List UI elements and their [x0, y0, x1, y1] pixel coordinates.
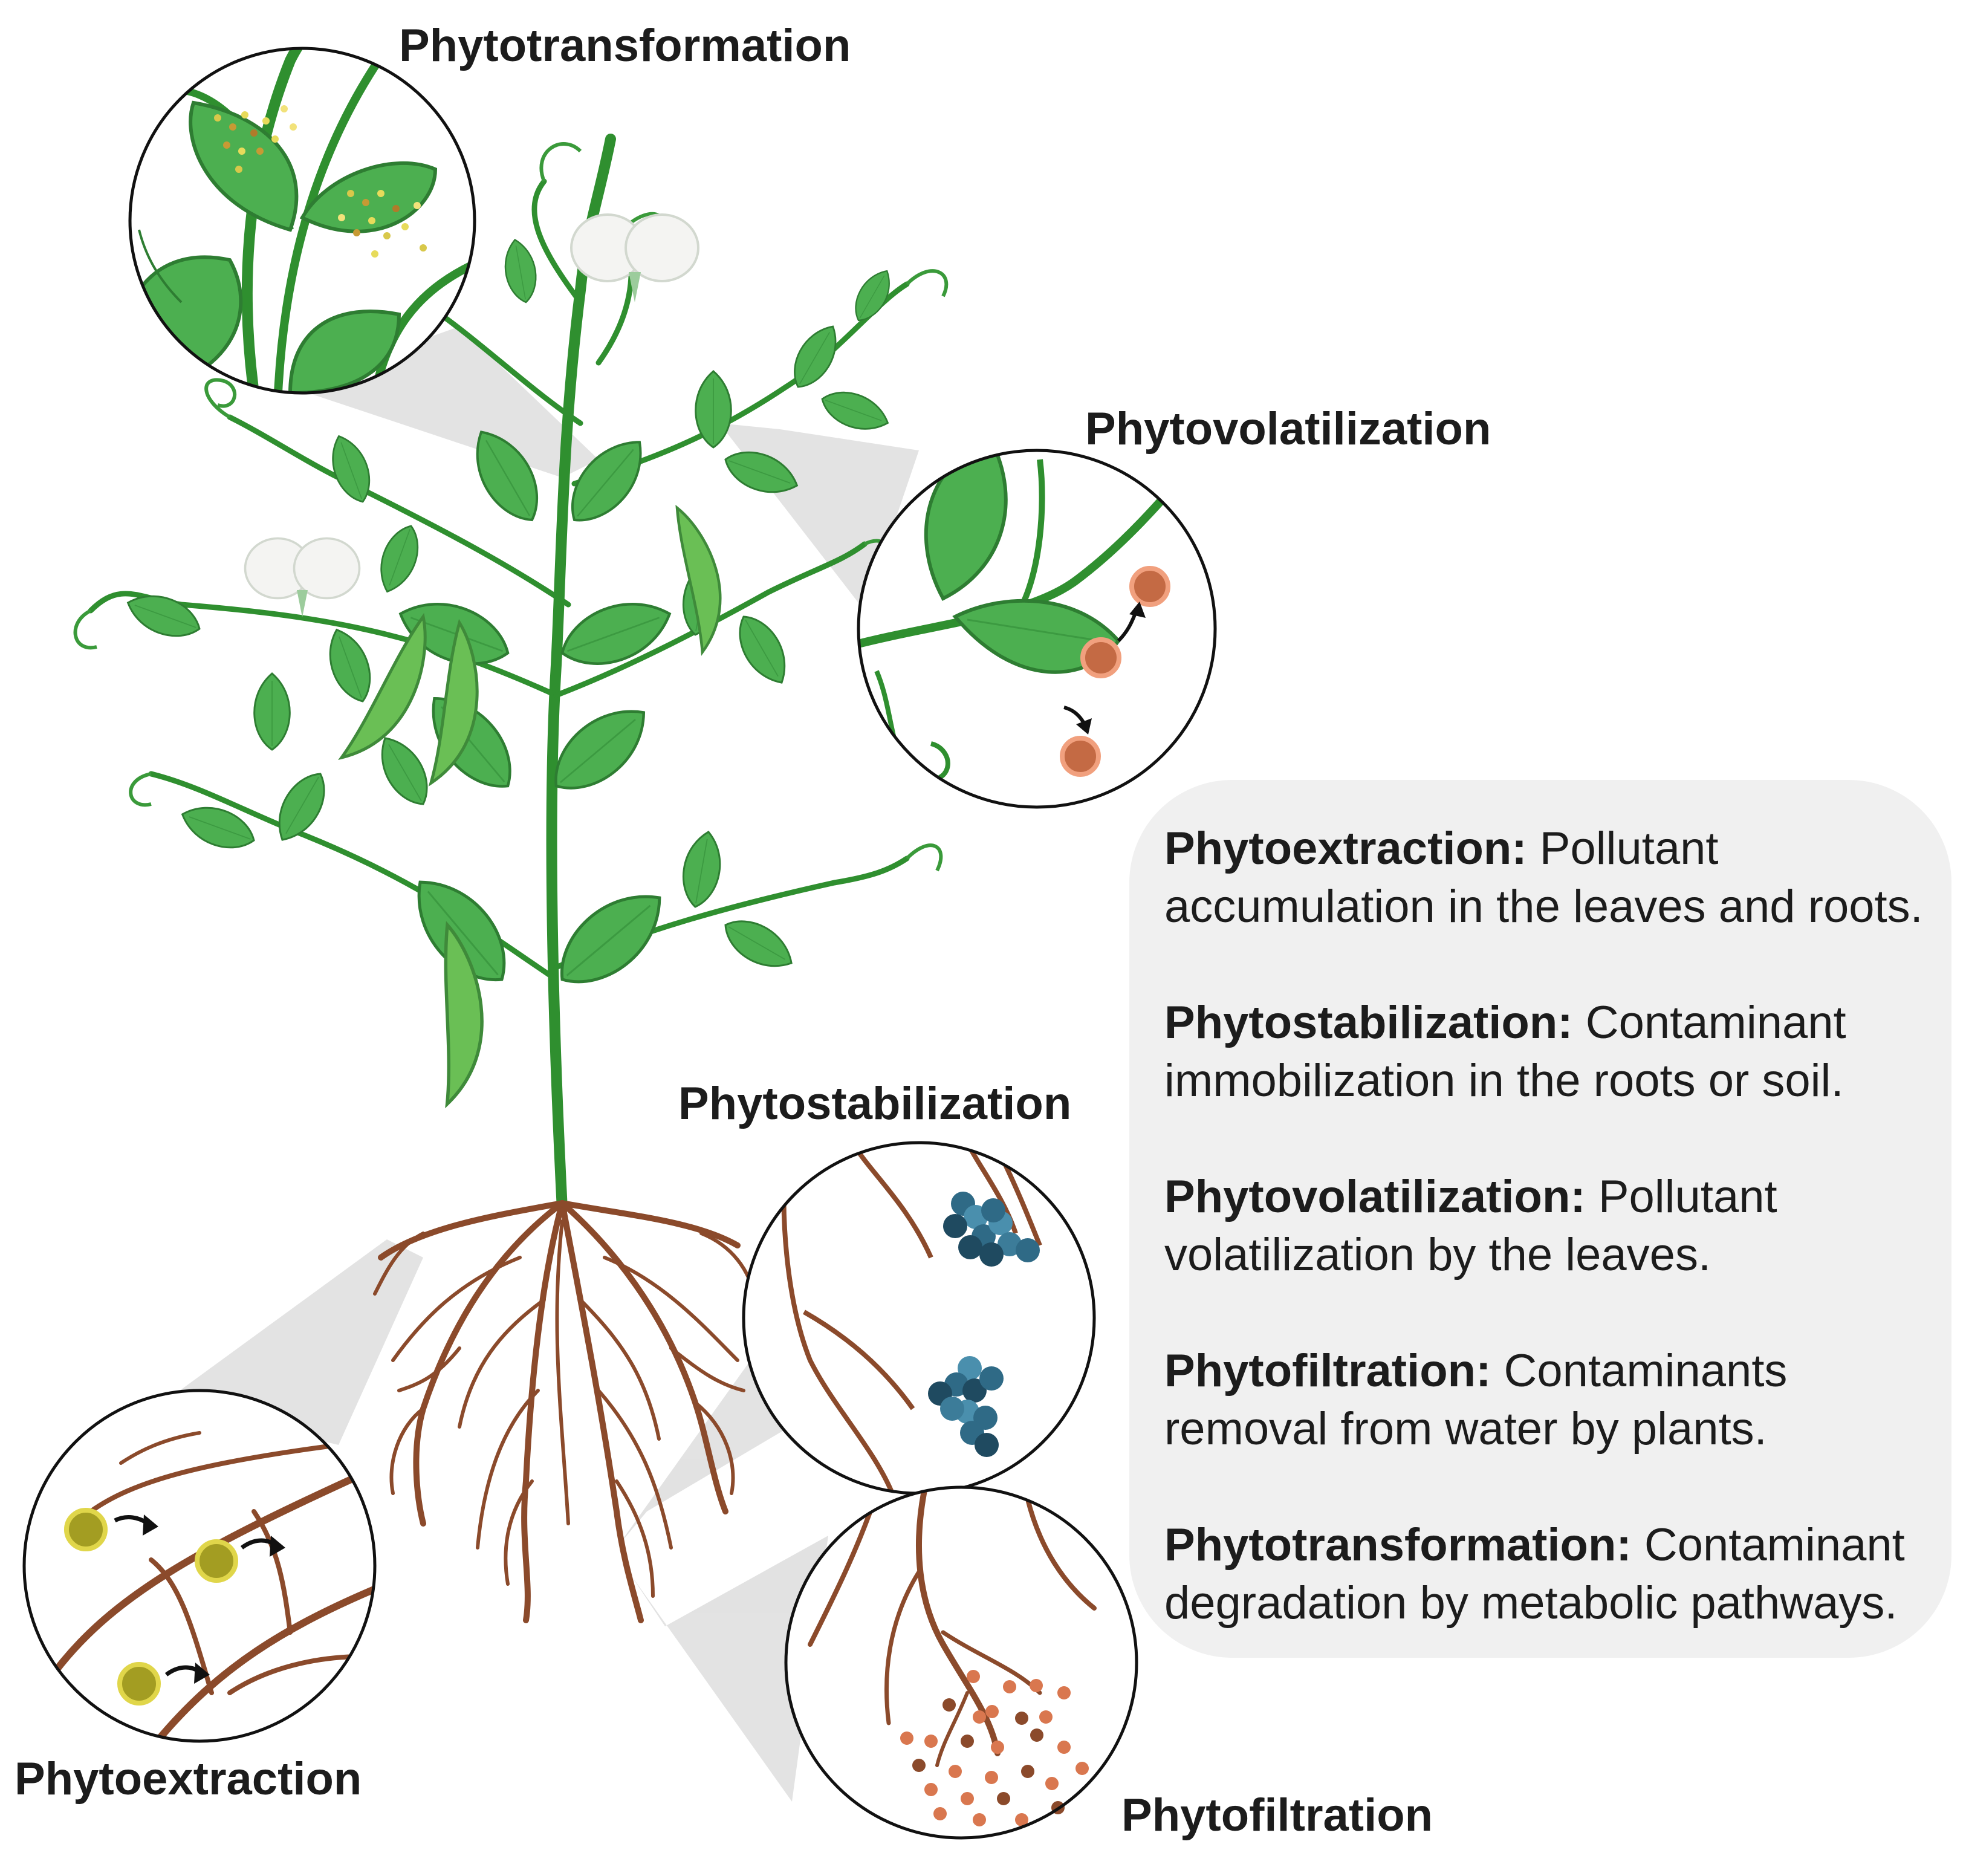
- phytovolatilization-zoom: [857, 449, 1217, 809]
- label-phytostabilization: Phytostabilization: [678, 1078, 1072, 1129]
- root-system: [373, 1200, 758, 1623]
- metabolite-particles: [214, 105, 427, 258]
- phytoextraction-zoom: [22, 1389, 377, 1743]
- legend-term: Phytovolatilization:: [1164, 1171, 1586, 1222]
- label-phytoextraction: Phytoextraction: [15, 1753, 362, 1805]
- legend-desc: Contaminant: [1585, 997, 1846, 1048]
- phytofiltration-zoom: [784, 1485, 1138, 1840]
- legend-term: Phytostabilization:: [1164, 997, 1573, 1048]
- legend-desc: Pollutant: [1539, 823, 1719, 874]
- legend-desc-cont: removal from water by plants.: [1164, 1403, 1767, 1455]
- legend-desc: Pollutant: [1598, 1171, 1777, 1222]
- legend-panel: Phytoextraction: Pollutant accumulation …: [1129, 780, 1951, 1658]
- legend-term: Phytofiltration:: [1164, 1345, 1491, 1397]
- legend-desc: Contaminant: [1644, 1519, 1905, 1571]
- phytostabilization-zoom: [742, 1141, 1096, 1495]
- legend-entry-phytotransformation: Phytotransformation: Contaminant degrada…: [1164, 1516, 1944, 1632]
- immobilized-contaminants: [928, 1192, 1040, 1457]
- legend-desc-cont: degradation by metabolic pathways.: [1164, 1577, 1898, 1629]
- volatile-pollutants: [1060, 566, 1170, 777]
- label-phytofiltration: Phytofiltration: [1121, 1790, 1433, 1841]
- legend-entry-phytofiltration: Phytofiltration: Contaminants removal fr…: [1164, 1342, 1944, 1458]
- legend-desc-cont: immobilization in the roots or soil.: [1164, 1055, 1844, 1106]
- legend-desc-cont: volatilization by the leaves.: [1164, 1229, 1711, 1280]
- legend-desc: Contaminants: [1504, 1345, 1788, 1397]
- legend-term: Phytoextraction:: [1164, 823, 1527, 874]
- legend-entry-phytostabilization: Phytostabilization: Contaminant immobili…: [1164, 994, 1944, 1110]
- legend-entry-phytoextraction: Phytoextraction: Pollutant accumulation …: [1164, 820, 1944, 936]
- legend-term: Phytotransformation:: [1164, 1519, 1632, 1571]
- label-phytovolatilization: Phytovolatilization: [1085, 403, 1491, 455]
- legend-entry-phytovolatilization: Phytovolatilization: Pollutant volatiliz…: [1164, 1168, 1944, 1284]
- label-phytotransformation: Phytotransformation: [399, 20, 851, 71]
- legend-desc-cont: accumulation in the leaves and roots.: [1164, 881, 1923, 932]
- accumulating-pollutants: [64, 1508, 285, 1706]
- filtered-contaminants: [900, 1670, 1089, 1826]
